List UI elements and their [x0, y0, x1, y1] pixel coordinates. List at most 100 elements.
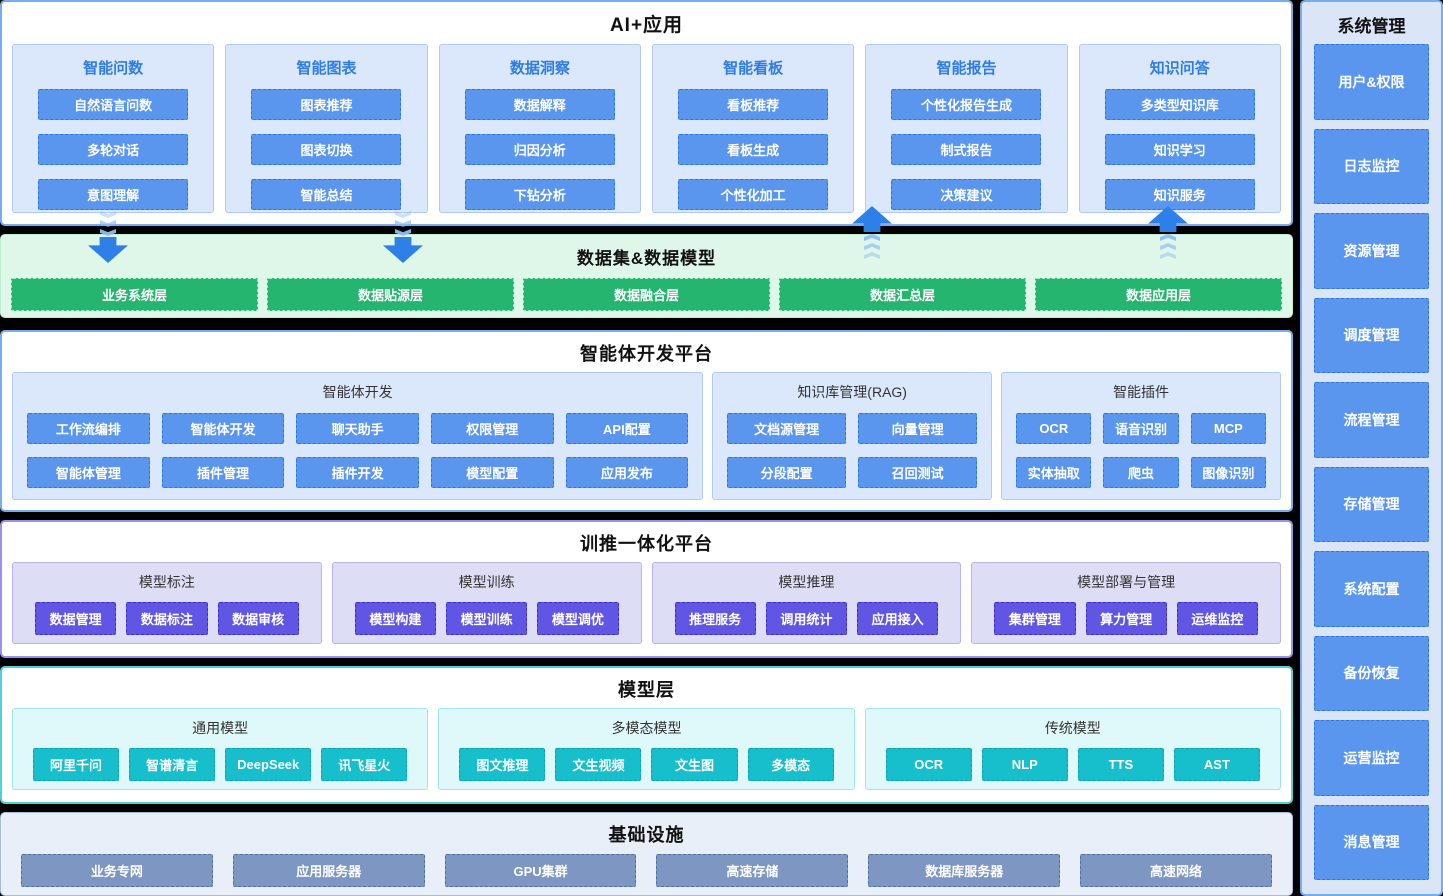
- section-title-ai-apps: AI+应用: [609, 15, 684, 36]
- training-group-title: 模型标注: [138, 574, 195, 590]
- training-group-title: 模型推理: [778, 574, 835, 590]
- training-feature-box: 应用接入: [857, 602, 939, 635]
- training-feature-box: 模型构建: [354, 602, 436, 635]
- model-box: 讯飞星火: [321, 748, 408, 781]
- ai-feature-box: 知识服务: [1104, 179, 1255, 210]
- agent-feature-box: MCP: [1190, 413, 1266, 444]
- section-title-agent-platform: 智能体开发平台: [580, 344, 713, 364]
- model-box: 多模态: [747, 748, 834, 781]
- agent-feature-box: OCR: [1016, 413, 1092, 444]
- agent-feature-box: 插件开发: [296, 457, 419, 488]
- agent-feature-box: 智能体管理: [27, 457, 150, 488]
- ai-feature-box: 看板生成: [678, 134, 829, 165]
- agent-feature-box: 智能体开发: [161, 413, 285, 444]
- flow-up-arrow-icon: [850, 206, 894, 259]
- flow-up-arrow-icon: [1146, 206, 1190, 259]
- data-layer-row: 业务系统层数据贴源层数据融合层数据汇总层数据应用层: [11, 278, 1282, 311]
- infrastructure-box: 高速存储: [656, 854, 849, 887]
- sidebar-system-management: 系统管理 用户&权限日志监控资源管理调度管理流程管理存储管理系统配置备份恢复运营…: [1300, 0, 1443, 896]
- training-feature-box: 集群管理: [994, 602, 1076, 635]
- infrastructure-box: 业务专网: [21, 854, 213, 887]
- model-box: OCR: [885, 748, 972, 781]
- system-management-box: 流程管理: [1314, 382, 1429, 458]
- agent-feature-box: 爬虫: [1103, 457, 1179, 488]
- training-feature-box: 数据审核: [217, 602, 299, 635]
- model-box: 文生视频: [555, 748, 642, 781]
- ai-feature-box: 制式报告: [891, 134, 1042, 165]
- training-group: 模型训练模型构建模型训练模型调优: [331, 562, 642, 644]
- section-ai-apps: AI+应用 智能问数自然语言问数多轮对话意图理解智能图表图表推荐图表切换智能总结…: [0, 0, 1293, 226]
- system-management-box: 调度管理: [1314, 297, 1429, 373]
- agent-group-row: 智能体管理插件管理插件开发模型配置应用发布: [13, 457, 702, 488]
- training-feature-box: 调用统计: [765, 602, 847, 635]
- ai-feature-box: 看板推荐: [678, 89, 829, 120]
- ai-feature-box: 意图理解: [38, 179, 189, 210]
- ai-app-column-title: 数据洞察: [509, 60, 570, 77]
- agent-group-title: 知识库管理(RAG): [797, 384, 907, 400]
- sidebar-title: 系统管理: [1337, 17, 1406, 36]
- ai-app-column: 智能看板看板推荐看板生成个性化加工: [651, 44, 855, 213]
- section-title-dataset: 数据集&数据模型: [576, 249, 717, 268]
- system-management-box: 运营监控: [1314, 720, 1429, 796]
- ai-app-column: 智能问数自然语言问数多轮对话意图理解: [12, 44, 215, 213]
- model-box: 智谱清言: [129, 748, 216, 781]
- ai-app-column: 数据洞察数据解释归因分析下钻分析: [438, 44, 641, 213]
- ai-feature-box: 自然语言问数: [38, 89, 189, 120]
- training-feature-box: 算力管理: [1085, 602, 1167, 635]
- infrastructure-box: 数据库服务器: [868, 854, 1061, 887]
- training-group-title: 模型部署与管理: [1077, 574, 1176, 590]
- model-group-title: 传统模型: [1044, 720, 1101, 736]
- ai-app-column-title: 智能报告: [936, 60, 997, 77]
- system-management-box: 消息管理: [1314, 804, 1429, 880]
- ai-feature-box: 智能总结: [251, 179, 402, 210]
- section-dataset-models: 数据集&数据模型 业务系统层数据贴源层数据融合层数据汇总层数据应用层: [0, 234, 1293, 318]
- training-feature-box: 推理服务: [674, 602, 756, 635]
- agent-feature-box: 应用发布: [565, 457, 689, 488]
- training-group: 模型标注数据管理数据标注数据审核: [12, 562, 322, 644]
- ai-app-column: 知识问答多类型知识库知识学习知识服务: [1078, 44, 1281, 213]
- training-group: 模型部署与管理集群管理算力管理运维监控: [971, 562, 1281, 644]
- infrastructure-box: GPU集群: [444, 854, 637, 887]
- ai-feature-box: 下钻分析: [464, 179, 615, 210]
- ai-feature-box: 个性化加工: [678, 179, 829, 210]
- training-group-row: 推理服务调用统计应用接入: [653, 602, 961, 635]
- agent-feature-box: API配置: [565, 413, 689, 444]
- agent-group-title: 智能插件: [1113, 384, 1170, 400]
- model-group-row: 图文推理文生视频文生图多模态: [439, 748, 853, 781]
- data-layer-box: 业务系统层: [11, 278, 258, 311]
- section-training-platform: 训推一体化平台 模型标注数据管理数据标注数据审核模型训练模型构建模型训练模型调优…: [0, 520, 1293, 658]
- infrastructure-box: 应用服务器: [232, 854, 425, 887]
- ai-app-column-title: 智能问数: [83, 60, 144, 77]
- ai-feature-box: 图表推荐: [251, 89, 402, 120]
- ai-feature-box: 多轮对话: [38, 134, 189, 165]
- model-box: 文生图: [651, 748, 738, 781]
- training-group-row: 模型构建模型训练模型调优: [333, 602, 641, 635]
- sidebar-items: 用户&权限日志监控资源管理调度管理流程管理存储管理系统配置备份恢复运营监控消息管…: [1314, 44, 1429, 880]
- model-box: 图文推理: [459, 748, 546, 781]
- agent-feature-box: 召回测试: [858, 457, 978, 488]
- agent-feature-box: 工作流编排: [27, 413, 150, 444]
- section-title-infrastructure: 基础设施: [608, 825, 685, 845]
- model-group-title: 通用模型: [192, 720, 249, 736]
- system-management-box: 用户&权限: [1314, 44, 1429, 120]
- ai-app-column: 智能报告个性化报告生成制式报告决策建议: [865, 44, 1068, 213]
- training-feature-box: 模型训练: [446, 602, 528, 635]
- agent-feature-box: 语音识别: [1103, 413, 1179, 444]
- training-group-title: 模型训练: [458, 574, 515, 590]
- data-layer-box: 数据融合层: [523, 278, 770, 311]
- agent-feature-box: 图像识别: [1190, 457, 1266, 488]
- ai-feature-box: 归因分析: [464, 134, 615, 165]
- data-layer-box: 数据汇总层: [779, 278, 1026, 311]
- agent-feature-box: 插件管理: [161, 457, 285, 488]
- training-feature-box: 模型调优: [537, 602, 619, 635]
- agent-group-title: 智能体开发: [322, 384, 393, 400]
